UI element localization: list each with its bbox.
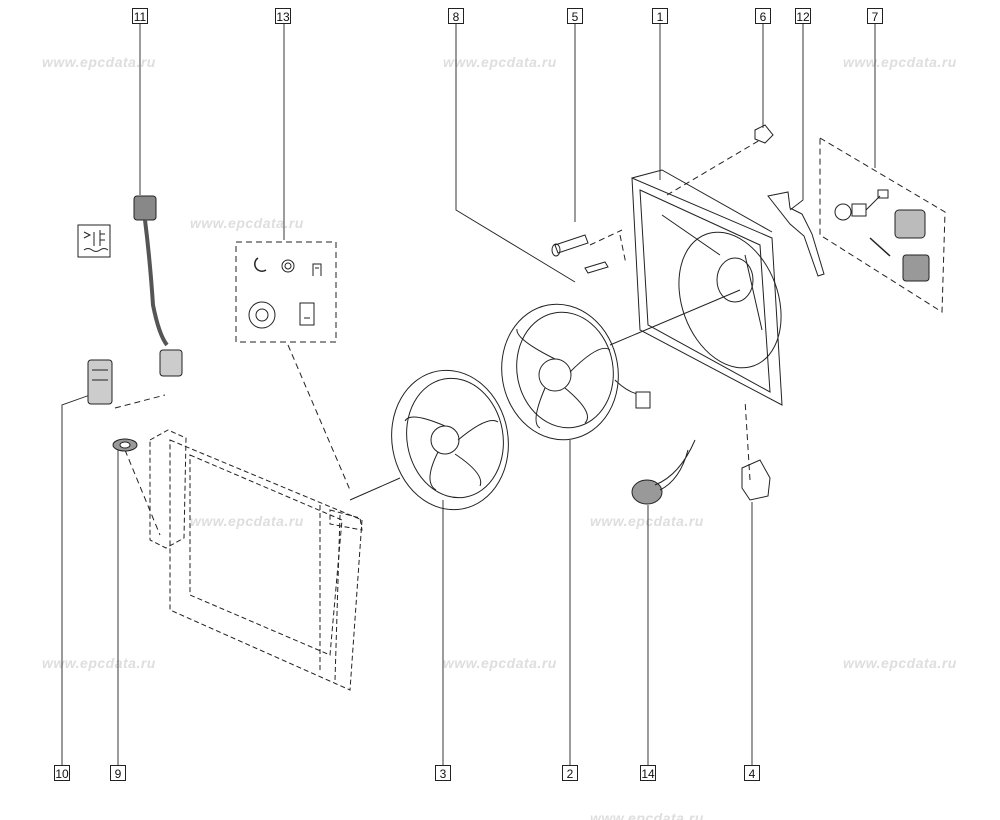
sensor-cable-11	[133, 195, 183, 377]
watermark: www.epcdata.ru	[190, 215, 304, 231]
watermark: www.epcdata.ru	[843, 655, 957, 671]
callout-12: 12	[795, 8, 811, 24]
watermark: www.epcdata.ru	[190, 513, 304, 529]
watermark: www.epcdata.ru	[443, 655, 557, 671]
watermark: www.epcdata.ru	[42, 655, 156, 671]
fan-temperature-icon	[77, 224, 111, 258]
assembly-dashes	[114, 139, 761, 536]
fan-shroud	[609, 169, 783, 406]
watermark: www.epcdata.ru	[42, 54, 156, 70]
callout-2: 2	[562, 765, 578, 781]
fastener-kit-13	[235, 241, 337, 343]
watermark: www.epcdata.ru	[443, 54, 557, 70]
leader-lines	[61, 24, 876, 765]
callout-8: 8	[448, 8, 464, 24]
watermark: www.epcdata.ru	[590, 810, 704, 820]
small-parts	[551, 124, 825, 505]
radiator	[149, 429, 363, 691]
callout-6: 6	[755, 8, 771, 24]
callout-3: 3	[435, 765, 451, 781]
callout-5: 5	[567, 8, 583, 24]
callout-7: 7	[867, 8, 883, 24]
callout-11: 11	[132, 8, 148, 24]
fan-2	[501, 303, 651, 441]
callout-4: 4	[744, 765, 760, 781]
callout-1: 1	[652, 8, 668, 24]
sensor-10	[87, 359, 113, 405]
fan-3	[349, 369, 509, 511]
watermark: www.epcdata.ru	[843, 54, 957, 70]
callout-10: 10	[54, 765, 70, 781]
callout-14: 14	[640, 765, 656, 781]
watermark: www.epcdata.ru	[590, 513, 704, 529]
seal-9	[112, 438, 138, 452]
callout-13: 13	[275, 8, 291, 24]
callout-9: 9	[110, 765, 126, 781]
connector-kit-7	[819, 137, 946, 313]
